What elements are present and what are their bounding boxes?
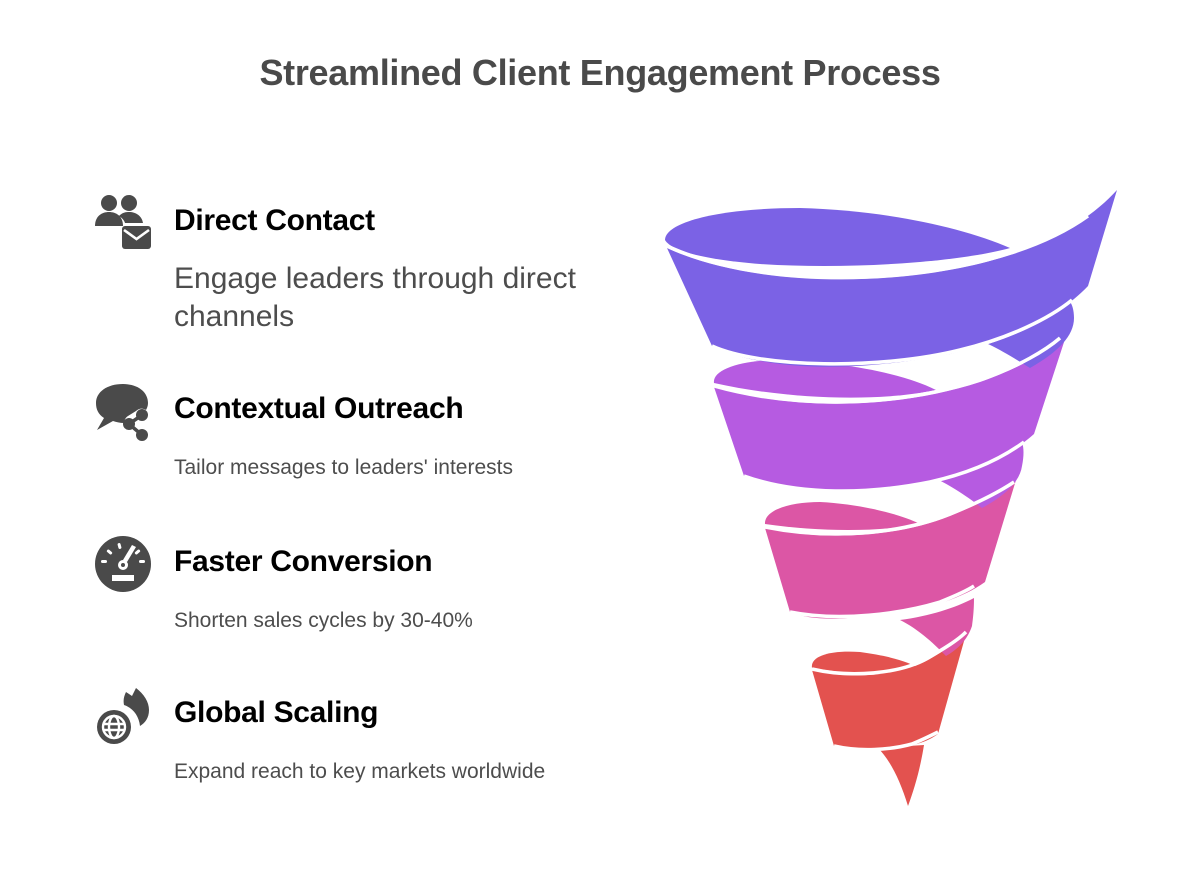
funnel-stage-1-back <box>665 208 1010 267</box>
funnel-separators <box>666 214 1090 752</box>
users-mail-icon <box>92 190 154 252</box>
step-description: Tailor messages to leaders' interests <box>174 456 513 479</box>
step-description: Expand reach to key markets worldwide <box>174 760 546 783</box>
funnel-stage-2-swirl <box>935 442 1024 508</box>
speedometer-icon <box>92 533 154 595</box>
funnel-stage-1 <box>665 190 1117 368</box>
step-description: Engage leaders through direct channels <box>174 262 576 333</box>
step-heading: Faster Conversion <box>174 545 433 578</box>
step-heading: Global Scaling <box>174 696 379 729</box>
funnel-stage-3-band <box>765 480 1016 619</box>
funnel-stage-2 <box>713 336 1066 508</box>
funnel-stage-1-swirl <box>988 302 1074 368</box>
funnel-stage-4-band <box>812 634 966 750</box>
funnel-stage-2-back <box>713 360 936 398</box>
funnel-stage-4 <box>811 634 966 806</box>
funnel-stage-4-back <box>811 651 922 675</box>
funnel-stage-1-band <box>667 190 1117 367</box>
funnel-stage-4-tail <box>878 745 924 806</box>
globe-flame-icon <box>92 684 154 746</box>
funnel-stage-3-back <box>764 502 920 530</box>
step-description: Shorten sales cycles by 30-40% <box>174 609 473 632</box>
funnel-stage-2-band <box>714 336 1066 492</box>
funnel-stage-3 <box>764 480 1016 656</box>
step-heading: Direct Contact <box>174 204 375 237</box>
chat-share-icon <box>92 380 154 442</box>
page-title: Streamlined Client Engagement Process <box>259 52 941 93</box>
funnel-stage-3-swirl <box>900 598 974 656</box>
step-heading: Contextual Outreach <box>174 392 464 425</box>
